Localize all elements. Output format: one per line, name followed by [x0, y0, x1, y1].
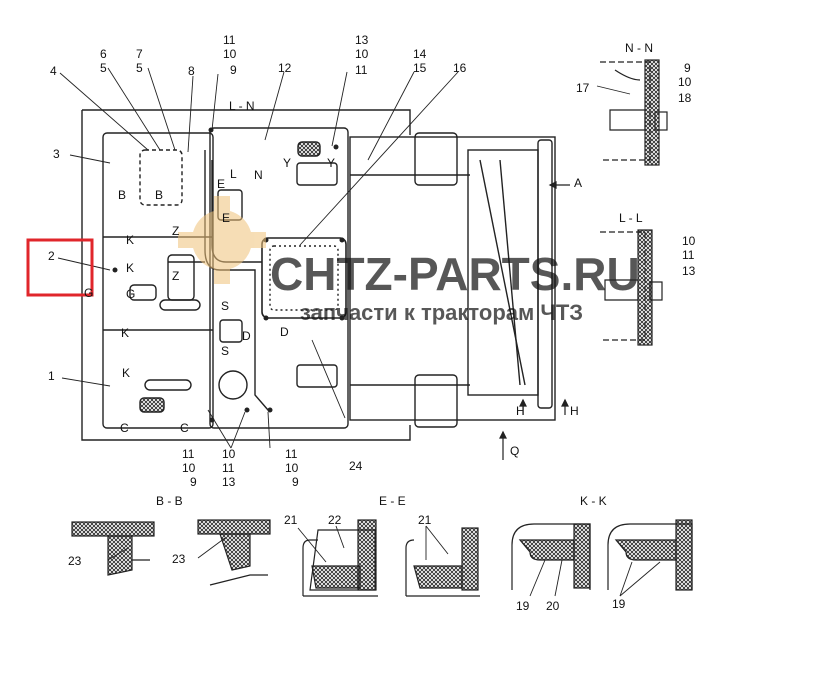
callout-10b: 10	[355, 47, 369, 61]
section-titles: N - N L - L B - B E - E K - K L - N	[156, 41, 653, 508]
callout-12: 12	[278, 61, 292, 75]
cut-mark-h1: H	[516, 404, 525, 418]
section-title-ll: L - L	[619, 211, 643, 225]
cut-mark-k1: K	[126, 233, 134, 247]
cut-mark-y1: Y	[283, 156, 291, 170]
cut-marks: B B E E K K K K Z Z G G S S D D C C Y Y …	[84, 156, 582, 458]
cut-mark-e1: E	[217, 177, 225, 191]
callout-24: 24	[349, 459, 363, 473]
section-cut-ln: L - N	[229, 99, 255, 113]
watermark-title: CHTZ-PARTS.RU	[270, 248, 640, 300]
watermark-subtitle: запчасти к тракторам ЧТЗ	[300, 300, 583, 325]
callout-leaders	[57, 67, 661, 597]
cut-mark-k3: K	[121, 326, 129, 340]
callout-17: 17	[576, 81, 590, 95]
callout-3: 3	[53, 147, 60, 161]
section-ee-detail	[302, 519, 480, 597]
callout-10e: 10	[182, 461, 196, 475]
callout-11c: 11	[682, 248, 695, 262]
callout-6: 6	[100, 47, 107, 61]
section-nn-detail	[600, 59, 668, 166]
section-title-ee: E - E	[379, 494, 406, 508]
callout-19b: 19	[612, 597, 626, 611]
callout-16: 16	[453, 61, 467, 75]
callout-11b: 11	[355, 63, 368, 77]
cut-mark-e2: E	[222, 211, 230, 225]
callout-9a: 9	[230, 63, 237, 77]
callout-20: 20	[546, 599, 560, 613]
cut-mark-z1: Z	[172, 224, 179, 238]
callout-9c: 9	[190, 475, 197, 489]
callout-10d: 10	[682, 234, 696, 248]
callout-9b: 9	[684, 61, 691, 75]
callout-21b: 21	[418, 513, 432, 527]
cut-mark-y2: Y	[327, 156, 335, 170]
callout-numbers: 1 3 4 6 5 7 5 8 11 10 9 12 13 10 11 14 1…	[48, 33, 696, 613]
section-ll-detail	[600, 229, 663, 346]
cut-mark-d1: D	[280, 325, 289, 339]
section-title-bb: B - B	[156, 494, 183, 508]
callout-10f: 10	[222, 447, 236, 461]
cut-mark-k2: K	[126, 261, 134, 275]
callout-9d: 9	[292, 475, 299, 489]
callout-15: 15	[413, 61, 427, 75]
callout-22: 22	[328, 513, 342, 527]
cut-mark-c2: C	[180, 421, 189, 435]
cut-mark-l1: L	[230, 167, 237, 181]
cut-mark-n1: N	[254, 168, 263, 182]
cut-mark-q: Q	[510, 444, 519, 458]
view-arrows	[499, 181, 570, 460]
callout-11a: 11	[223, 33, 236, 47]
callout-10g: 10	[285, 461, 299, 475]
callout-13c: 13	[222, 475, 236, 489]
cut-mark-k4: K	[122, 366, 130, 380]
cut-mark-g1: G	[84, 286, 93, 300]
cut-mark-b2: B	[155, 188, 163, 202]
callout-23b: 23	[172, 552, 186, 566]
callout-10a: 10	[223, 47, 237, 61]
callout-1: 1	[48, 369, 55, 383]
callout-8: 8	[188, 64, 195, 78]
cut-mark-s2: S	[221, 344, 229, 358]
section-kk-detail	[511, 519, 693, 591]
cut-mark-h2: H	[570, 404, 579, 418]
section-bb-detail	[71, 519, 271, 586]
section-title-nn: N - N	[625, 41, 653, 55]
cut-mark-g2: G	[126, 287, 135, 301]
callout-10c: 10	[678, 75, 692, 89]
callout-7: 7	[136, 47, 143, 61]
callout-13a: 13	[355, 33, 369, 47]
callout-18: 18	[678, 91, 692, 105]
watermark-gear-icon	[178, 196, 266, 284]
cut-mark-s1: S	[221, 299, 229, 313]
highlight-box	[26, 238, 94, 297]
callout-14: 14	[413, 47, 427, 61]
callout-11d: 11	[182, 447, 195, 461]
callout-5a: 5	[100, 61, 107, 75]
highlighted-callout-2: 2	[48, 249, 55, 263]
callout-13b: 13	[682, 264, 696, 278]
callout-11f: 11	[285, 447, 298, 461]
cut-mark-b1: B	[118, 188, 126, 202]
watermark-text: CHTZ-PARTS.RU запчасти к тракторам ЧТЗ	[270, 248, 640, 325]
callout-5b: 5	[136, 61, 143, 75]
cut-mark-z2: Z	[172, 269, 179, 283]
callout-4: 4	[50, 64, 57, 78]
callout-21a: 21	[284, 513, 298, 527]
callout-11e: 11	[222, 461, 235, 475]
callout-23a: 23	[68, 554, 82, 568]
section-title-kk: K - K	[580, 494, 607, 508]
cut-mark-a: A	[574, 176, 582, 190]
cut-mark-c1: C	[120, 421, 129, 435]
callout-19a: 19	[516, 599, 530, 613]
cut-mark-d2: D	[242, 329, 251, 343]
